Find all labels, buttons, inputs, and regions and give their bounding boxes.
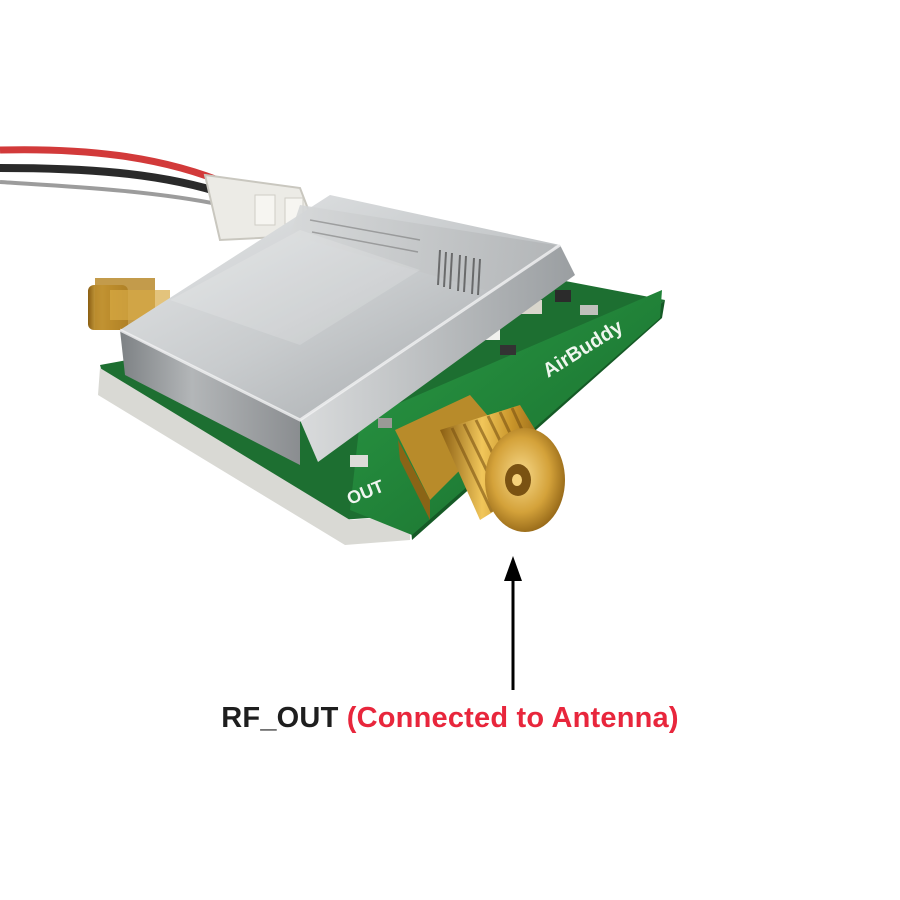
rf-shield-can bbox=[119, 195, 575, 465]
rf-out-annotation: RF_OUT (Connected to Antenna) bbox=[0, 698, 900, 738]
antenna-note: (Connected to Antenna) bbox=[346, 702, 679, 734]
cable-wires bbox=[0, 146, 232, 207]
rf-out-label: RF_OUT bbox=[221, 702, 339, 734]
pointer-arrow bbox=[504, 556, 522, 690]
rf-out-sma-connector bbox=[395, 395, 565, 532]
